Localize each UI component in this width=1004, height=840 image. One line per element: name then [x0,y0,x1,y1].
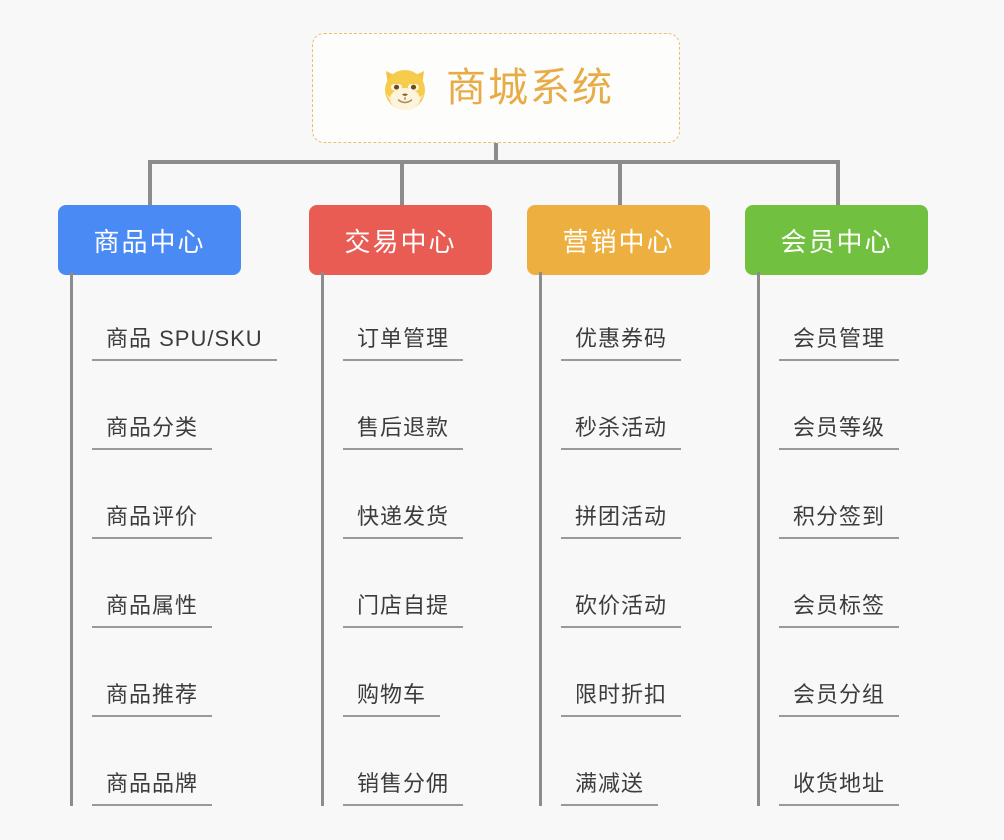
category-column-shangpin: 商品 SPU/SKU 商品分类 商品评价 商品属性 商品推荐 商品品牌 [70,272,277,806]
category-column-yingxiao: 优惠券码 秒杀活动 拼团活动 砍价活动 限时折扣 满减送 [539,272,682,806]
list-item[interactable]: 限时折扣 [539,628,682,717]
list-item[interactable]: 商品属性 [70,539,277,628]
list-item[interactable]: 售后退款 [321,361,464,450]
list-item-label: 会员分组 [779,677,900,717]
list-item[interactable]: 秒杀活动 [539,361,682,450]
connector-drop-category-4 [836,160,840,206]
list-item-label: 会员等级 [779,410,900,450]
list-item[interactable]: 商品品牌 [70,717,277,806]
connector-drop-category-2 [400,160,404,206]
list-item[interactable]: 积分签到 [757,450,900,539]
list-item[interactable]: 会员等级 [757,361,900,450]
list-item-label: 拼团活动 [561,499,682,539]
list-item[interactable]: 优惠券码 [539,272,682,361]
category-column-jiaoyi: 订单管理 售后退款 快递发货 门店自提 购物车 销售分佣 [321,272,464,806]
list-item-label: 商品评价 [92,499,213,539]
list-item[interactable]: 会员分组 [757,628,900,717]
list-item[interactable]: 快递发货 [321,450,464,539]
list-item[interactable]: 订单管理 [321,272,464,361]
category-header-huiyuan[interactable]: 会员中心 [745,205,928,275]
category-header-shangpin[interactable]: 商品中心 [58,205,241,275]
list-item-label: 砍价活动 [561,588,682,628]
list-item[interactable]: 销售分佣 [321,717,464,806]
list-item-label: 收货地址 [779,766,900,806]
list-item[interactable]: 拼团活动 [539,450,682,539]
list-item-label: 会员标签 [779,588,900,628]
list-item[interactable]: 商品推荐 [70,628,277,717]
category-header-label: 商品中心 [93,226,206,257]
list-item[interactable]: 会员管理 [757,272,900,361]
connector-root-stem [494,143,498,162]
category-header-jiaoyi[interactable]: 交易中心 [309,205,492,275]
list-item-label: 销售分佣 [343,766,464,806]
column-spine [321,272,324,806]
list-item-label: 快递发货 [343,499,464,539]
column-spine [539,272,542,806]
column-spine [70,272,73,806]
list-item-label: 优惠券码 [561,321,682,361]
list-item[interactable]: 门店自提 [321,539,464,628]
list-item[interactable]: 满减送 [539,717,681,806]
column-spine [757,272,760,806]
list-item-label: 订单管理 [343,321,464,361]
category-header-label: 交易中心 [344,226,457,257]
list-item[interactable]: 收货地址 [757,717,900,806]
list-item[interactable]: 商品分类 [70,361,277,450]
list-item-label: 满减送 [561,766,659,806]
list-item-label: 商品 SPU/SKU [92,321,277,361]
list-item-label: 商品分类 [92,410,213,450]
list-item-label: 限时折扣 [561,677,682,717]
category-header-label: 会员中心 [780,226,893,257]
list-item[interactable]: 会员标签 [757,539,900,628]
list-item[interactable]: 购物车 [321,628,463,717]
root-node[interactable]: 商城系统 [312,33,680,143]
list-item[interactable]: 商品 SPU/SKU [70,272,277,361]
list-item-label: 秒杀活动 [561,410,682,450]
list-item-label: 会员管理 [779,321,900,361]
list-item-label: 商品推荐 [92,677,213,717]
list-item[interactable]: 商品评价 [70,450,277,539]
category-header-label: 营销中心 [562,226,675,257]
list-item-label: 商品属性 [92,588,213,628]
list-item-label: 门店自提 [343,588,464,628]
category-header-yingxiao[interactable]: 营销中心 [527,205,710,275]
list-item[interactable]: 砍价活动 [539,539,682,628]
connector-horizontal-bus [148,160,840,164]
shiba-dog-face-icon [378,61,432,115]
list-item-label: 积分签到 [779,499,900,539]
list-item-label: 购物车 [343,677,441,717]
connector-drop-category-1 [148,160,152,206]
root-title: 商城系统 [446,66,614,110]
category-column-huiyuan: 会员管理 会员等级 积分签到 会员标签 会员分组 收货地址 [757,272,900,806]
connector-drop-category-3 [618,160,622,206]
list-item-label: 商品品牌 [92,766,213,806]
list-item-label: 售后退款 [343,410,464,450]
